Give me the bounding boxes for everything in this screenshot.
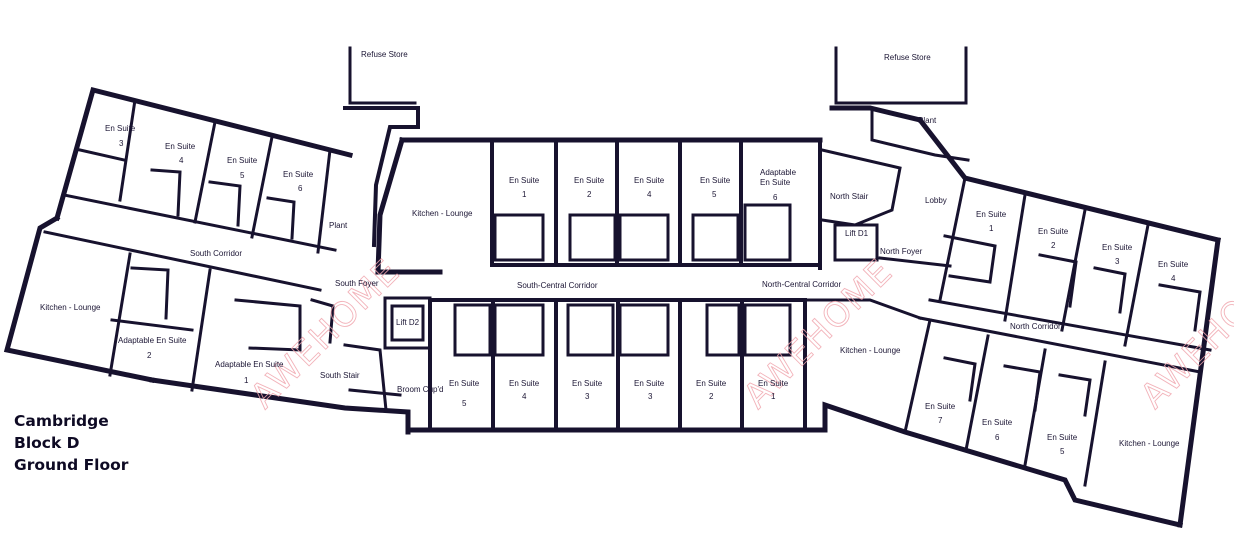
room-label-en-suite: En Suite: [1038, 227, 1069, 236]
room-label-north-central-corridor: North-Central Corridor: [762, 280, 841, 289]
south-core: [310, 296, 432, 412]
room-number: 2: [587, 190, 592, 199]
room-label-en-suite: En Suite: [509, 379, 540, 388]
room-number: 4: [647, 190, 652, 199]
plan-caption: Cambridge Block D Ground Floor: [14, 410, 128, 476]
room-label-kitchen-lounge: Kitchen - Lounge: [1119, 439, 1180, 448]
room-label-en-suite: En Suite: [574, 176, 605, 185]
room-number: 3: [585, 392, 590, 401]
room-label-kitchen-lounge: Kitchen - Lounge: [40, 303, 101, 312]
north-wing-north-wall: [829, 105, 1222, 244]
room-label-en-suite: En Suite: [925, 402, 956, 411]
room-label-adaptable-en-suite: Adaptable En Suite: [118, 336, 187, 345]
refuse-store-west: [348, 46, 417, 105]
room-label-en-suite: En Suite: [1102, 243, 1133, 252]
room-label-en-suite: En Suite: [509, 176, 540, 185]
room-label-en-suite: En Suite: [449, 379, 480, 388]
room-number: 1: [244, 376, 249, 385]
north-wing-partitions: [903, 176, 1212, 487]
room-number: 4: [1171, 274, 1176, 283]
room-label-south-stair: South Stair: [320, 371, 360, 380]
room-label-lift-d1: Lift D1: [845, 229, 869, 238]
watermark-text: AWEHOME: [1133, 251, 1234, 416]
refuse-store-east: [834, 46, 968, 105]
room-label-en-suite: En Suite: [634, 176, 665, 185]
room-label-en-suite: En Suite: [760, 178, 791, 187]
room-label-en-suite: En Suite: [572, 379, 603, 388]
room-label-en-suite: En Suite: [696, 379, 727, 388]
room-number: 2: [709, 392, 714, 401]
room-number: 5: [1060, 447, 1065, 456]
central-partitions: [428, 138, 822, 432]
room-label-en-suite: En Suite: [165, 142, 196, 151]
north-core: [803, 148, 952, 320]
room-label-plant: Plant: [329, 221, 348, 230]
south-wing-north-wall: [53, 86, 354, 222]
room-label-north-foyer: North Foyer: [880, 247, 923, 256]
room-number: 2: [147, 351, 152, 360]
south-wing-partitions: [43, 98, 337, 392]
room-label-south-central-corridor: South-Central Corridor: [517, 281, 598, 290]
room-label-north-corridor: North Corridor: [1010, 322, 1061, 331]
room-label-south-corridor: South Corridor: [190, 249, 242, 258]
room-number: 3: [648, 392, 653, 401]
room-label-lobby: Lobby: [925, 196, 947, 205]
room-number: 4: [522, 392, 527, 401]
room-number: 6: [298, 184, 303, 193]
room-label-en-suite: En Suite: [105, 124, 136, 133]
room-number: 5: [462, 399, 467, 408]
room-label-north-stair: North Stair: [830, 192, 869, 201]
plant-east: [870, 106, 970, 162]
room-number: 3: [119, 139, 124, 148]
north-wing-south-wall: [822, 401, 1184, 529]
room-label-en-suite: En Suite: [982, 418, 1013, 427]
room-label-kitchen-lounge: Kitchen - Lounge: [840, 346, 901, 355]
room-number: 6: [995, 433, 1000, 442]
south-wing-west-wall: [3, 214, 155, 383]
room-label-south-foyer: South Foyer: [335, 279, 379, 288]
room-labels: Refuse Store Refuse Store Plant Plant Lo…: [40, 50, 1189, 456]
room-label-en-suite: En Suite: [1158, 260, 1189, 269]
central-west-wall: [375, 136, 443, 275]
room-label-kitchen-lounge: Kitchen - Lounge: [412, 209, 473, 218]
north-wing-east-wall: [1177, 237, 1221, 528]
room-number: 5: [240, 171, 245, 180]
room-number: 4: [179, 156, 184, 165]
room-label-en-suite: En Suite: [634, 379, 665, 388]
watermark-text: AWEHOME: [736, 251, 901, 416]
room-number: 6: [773, 193, 778, 202]
room-label-plant: Plant: [918, 116, 937, 125]
building-name: Cambridge: [14, 412, 109, 430]
walls: [3, 46, 1222, 529]
room-number: 1: [989, 224, 994, 233]
room-label-refuse-store: Refuse Store: [361, 50, 408, 59]
block-name: Block D: [14, 434, 80, 452]
room-label-refuse-store: Refuse Store: [884, 53, 931, 62]
south-wing-core: [343, 106, 420, 248]
room-label-adaptable: Adaptable: [760, 168, 797, 177]
floor-name: Ground Floor: [14, 456, 129, 474]
room-label-en-suite: En Suite: [227, 156, 258, 165]
room-label-broom-cupboard: Broom Cup'd: [397, 385, 443, 394]
room-number: 3: [1115, 257, 1120, 266]
room-number: 1: [522, 190, 527, 199]
room-label-adaptable-en-suite: Adaptable En Suite: [215, 360, 284, 369]
room-number: 5: [712, 190, 717, 199]
room-label-en-suite: En Suite: [700, 176, 731, 185]
south-wing-south-wall: [149, 377, 411, 435]
room-number: 1: [771, 392, 776, 401]
room-label-en-suite: En Suite: [758, 379, 789, 388]
room-label-en-suite: En Suite: [976, 210, 1007, 219]
room-label-lift-d2: Lift D2: [396, 318, 420, 327]
room-label-en-suite: En Suite: [1047, 433, 1078, 442]
room-number: 7: [938, 416, 943, 425]
room-label-en-suite: En Suite: [283, 170, 314, 179]
room-number: 2: [1051, 241, 1056, 250]
central-ensuite-pods: [453, 203, 792, 357]
